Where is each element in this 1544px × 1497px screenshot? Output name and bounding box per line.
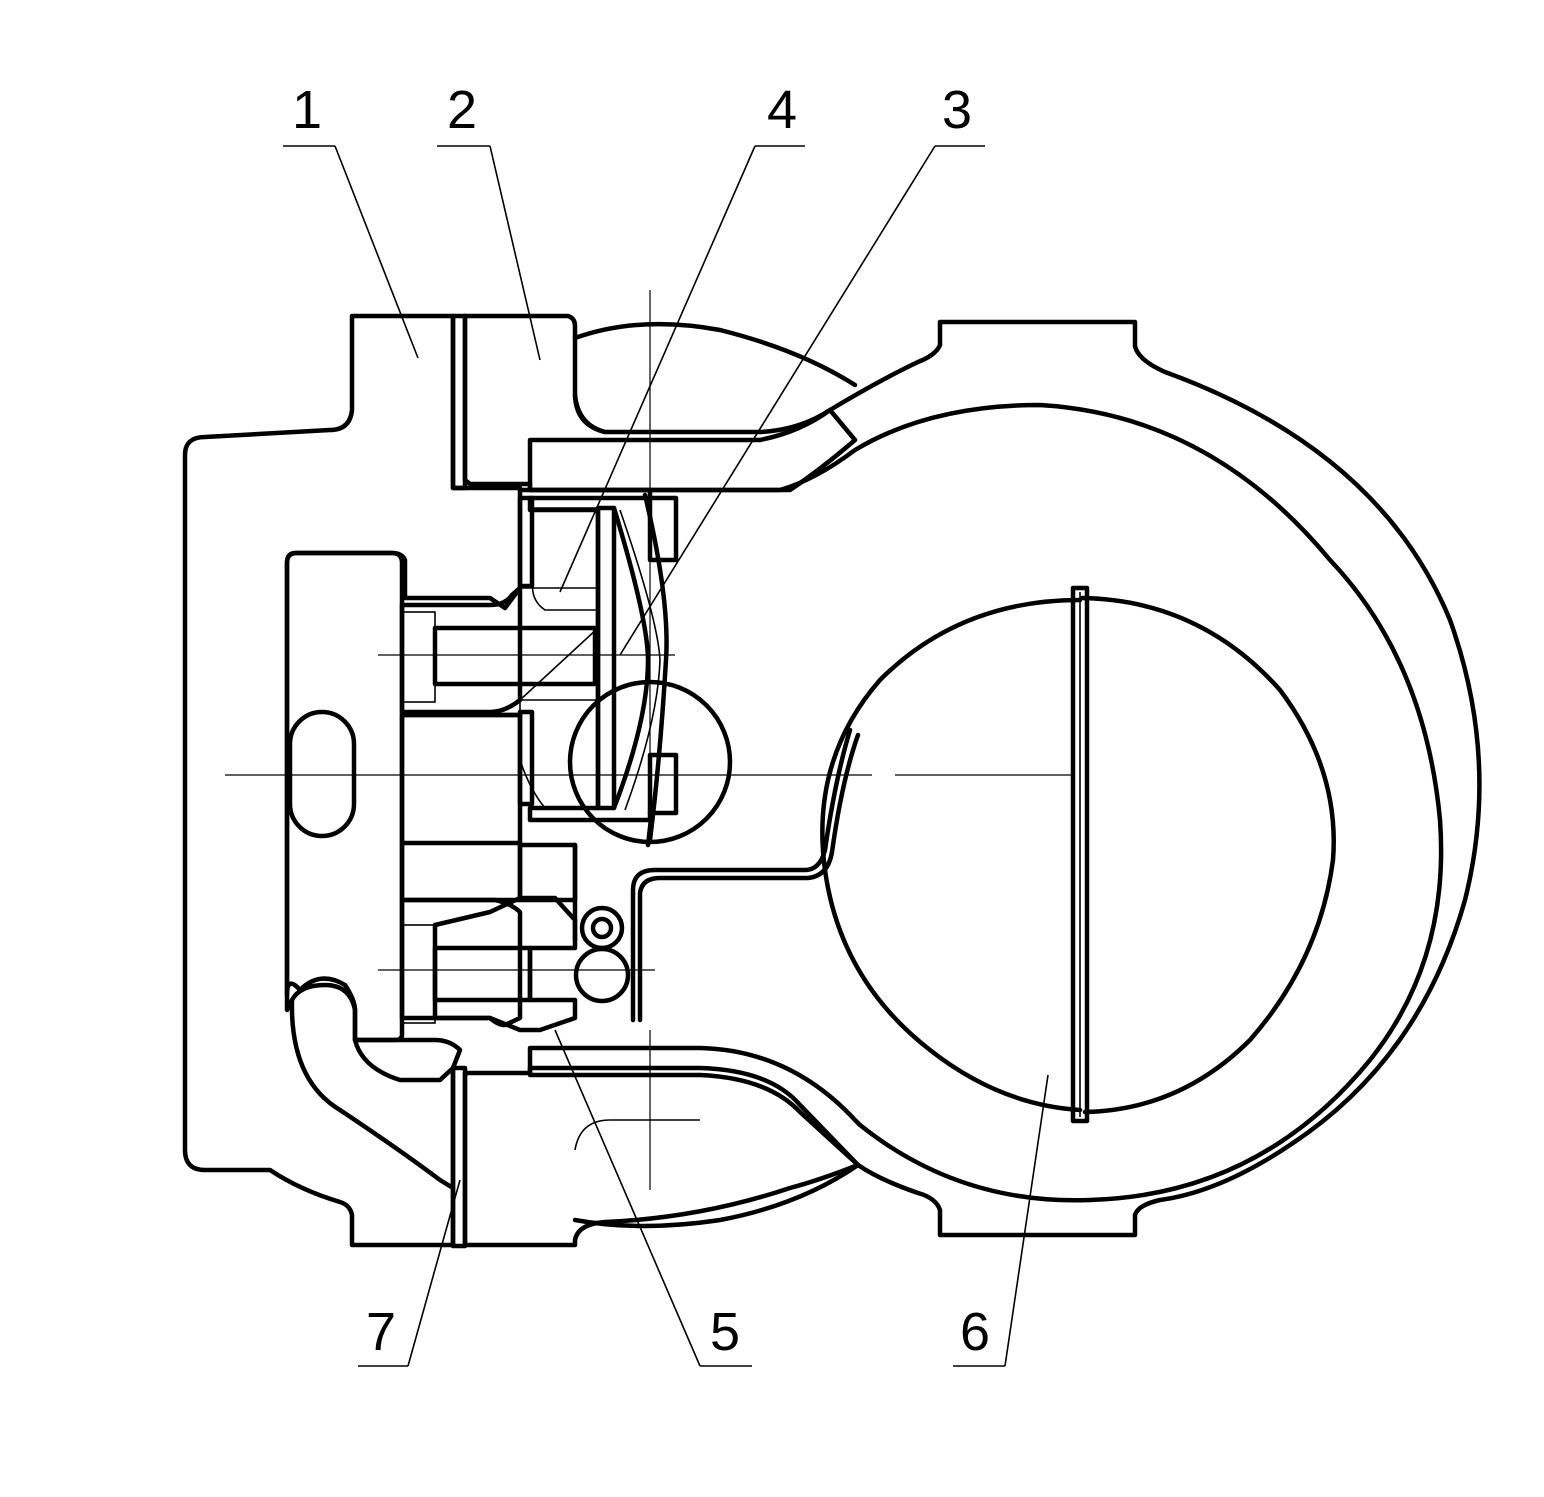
callout-6: 6 [960, 1302, 990, 1362]
callout-4: 4 [767, 80, 797, 140]
valve-seat-part-5 [432, 842, 631, 1033]
callout-2: 2 [447, 80, 477, 140]
callout-7: 7 [366, 1302, 396, 1362]
cover-part-2 [462, 313, 861, 1248]
callout-1: 1 [292, 80, 322, 140]
float-ball-part-6 [820, 585, 1336, 1124]
callout-3: 3 [942, 80, 972, 140]
body-shell-part-6 [527, 319, 1482, 1238]
callout-5: 5 [710, 1302, 740, 1362]
connector-body-part-1 [182, 313, 523, 1248]
leader-lines [283, 145, 1049, 1367]
center-lines [225, 290, 1075, 1190]
callout-labels: 1 2 4 3 7 5 6 [292, 80, 990, 1362]
